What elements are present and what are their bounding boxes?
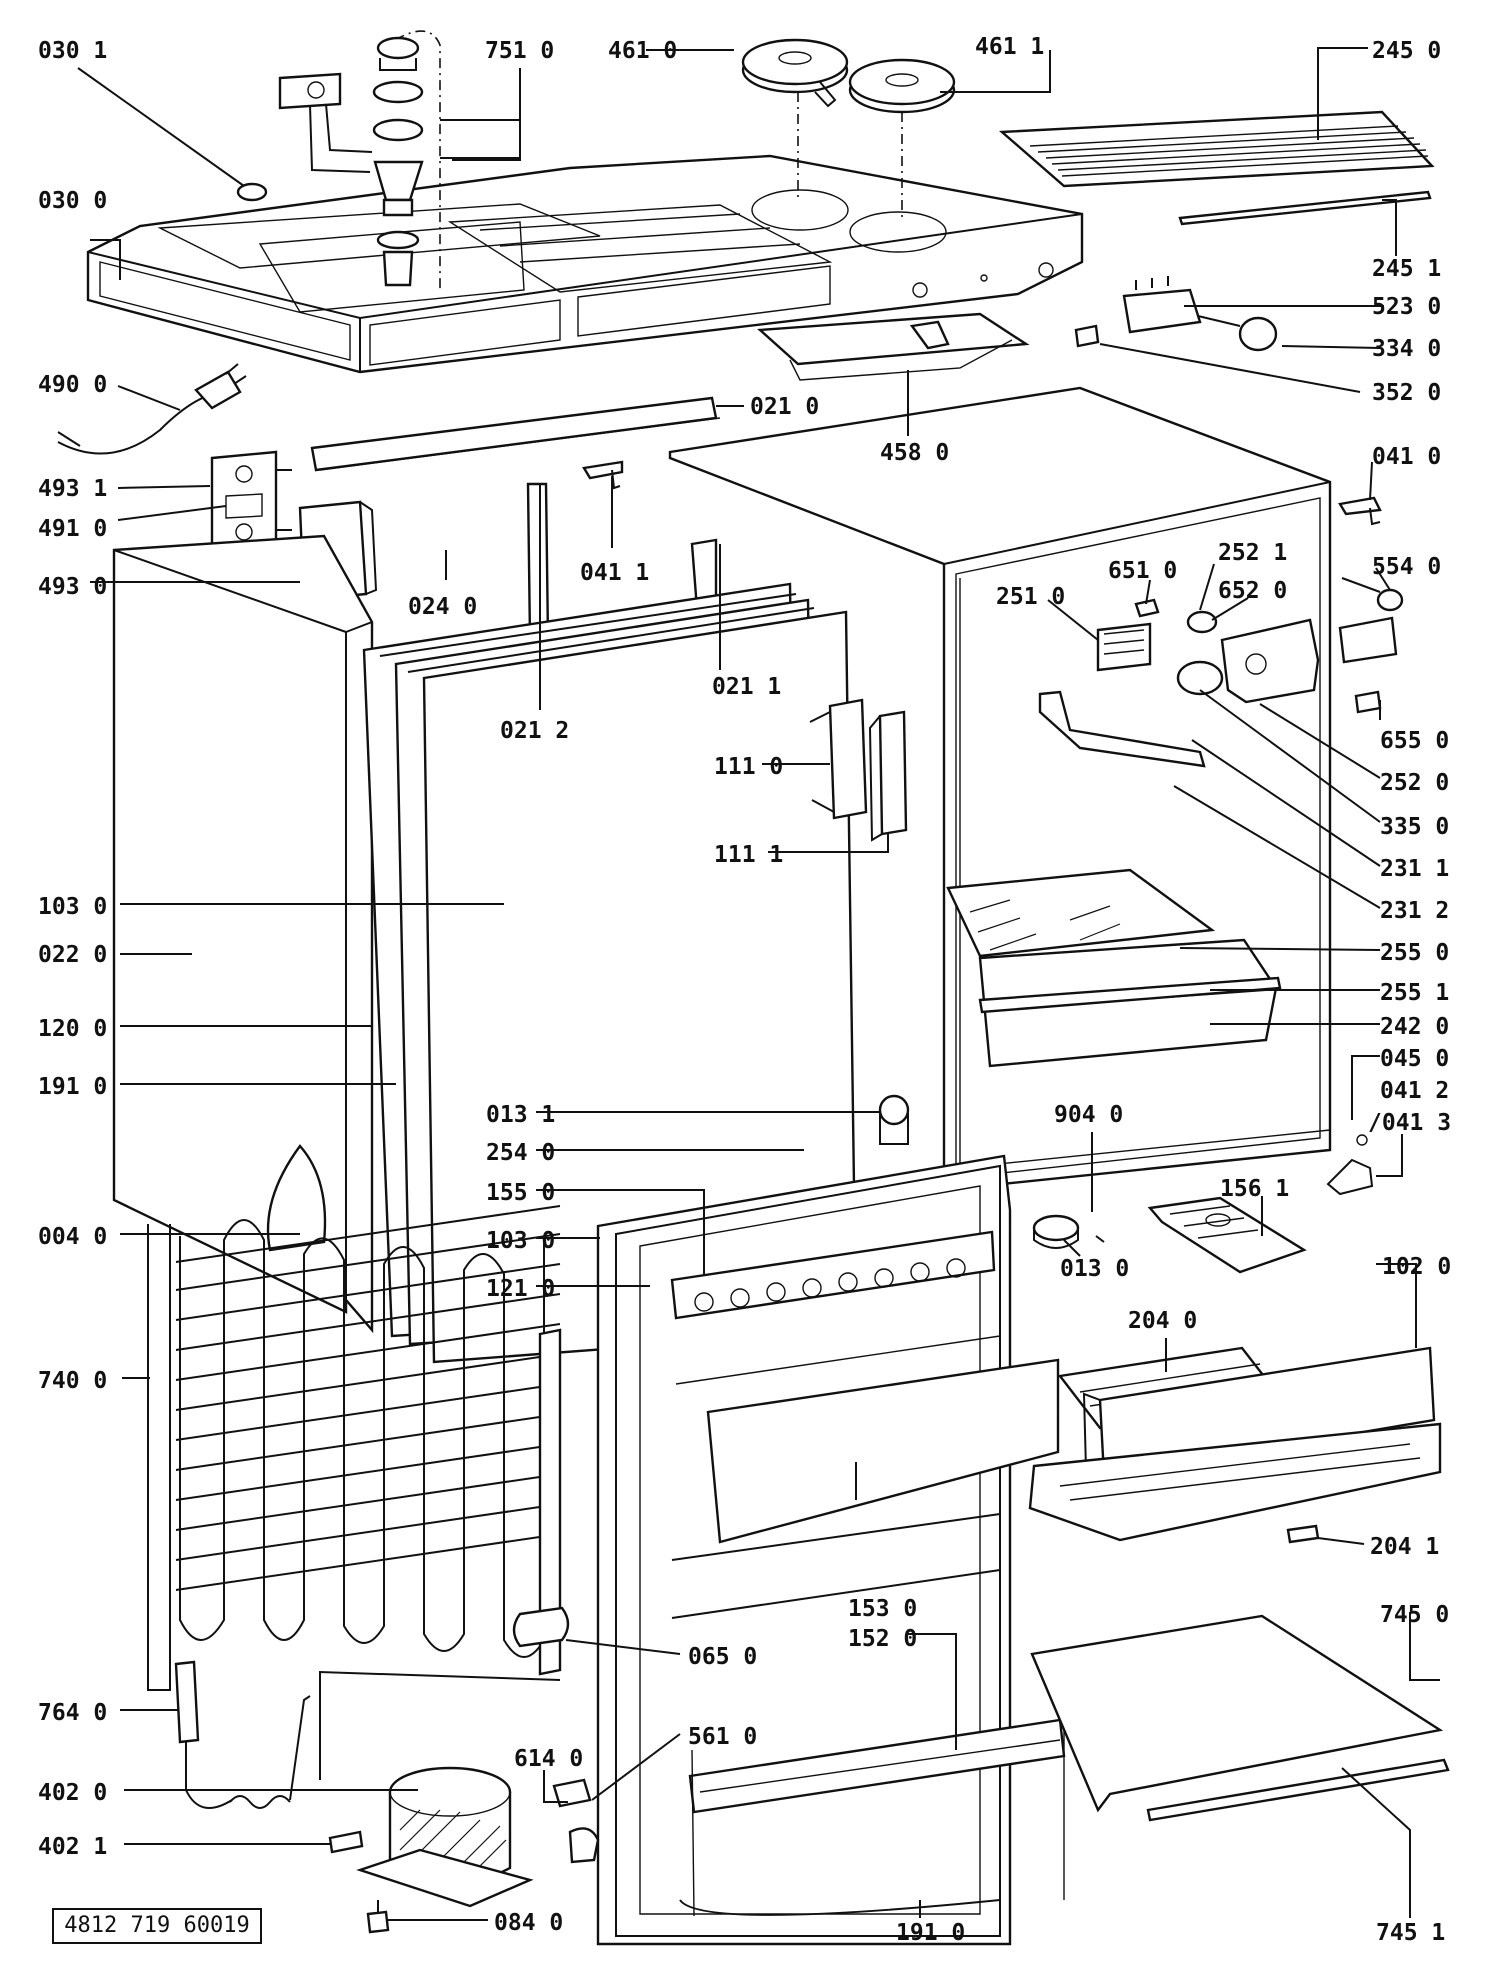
- part-label-103-0a: 103 0: [38, 894, 107, 920]
- glass-shelf-and-crisper: [946, 868, 1282, 1068]
- part-label-156-1: 156 1: [1220, 1176, 1289, 1202]
- interior-lamp-assembly: [1096, 598, 1320, 704]
- crisper-cover-glass: [1030, 1614, 1450, 1822]
- door-handle: [809, 698, 908, 842]
- part-label-352-0: 352 0: [1372, 380, 1441, 406]
- part-label-013-0: 013 0: [1060, 1256, 1129, 1282]
- part-label-021-1: 021 1: [712, 674, 781, 700]
- rear-duct: [310, 312, 1030, 472]
- worktop: [86, 154, 1084, 374]
- part-label-255-0: 255 0: [1380, 940, 1449, 966]
- part-label-252-1: 252 1: [1218, 540, 1287, 566]
- part-label-231-2: 231 2: [1380, 898, 1449, 924]
- part-label-740-0: 740 0: [38, 1368, 107, 1394]
- part-label-751-0: 751 0: [485, 38, 554, 64]
- thermostat-assembly: [1074, 276, 1278, 352]
- part-label-152-0: 152 0: [848, 1626, 917, 1652]
- part-label-251-0: 251 0: [996, 584, 1065, 610]
- condenser-coil: [147, 1205, 562, 1780]
- part-label-245-1: 245 1: [1372, 256, 1441, 282]
- part-label-155-0: 155 0: [486, 1180, 555, 1206]
- cabinet-side-panel: [112, 534, 374, 1334]
- document-number-box: 4812 719 60019: [52, 1908, 262, 1944]
- part-label-493-1: 493 1: [38, 476, 107, 502]
- part-label-204-0: 204 0: [1128, 1308, 1197, 1334]
- capillary-and-drier: [174, 1606, 570, 1809]
- freezer-door: [596, 1154, 1066, 1946]
- part-label-252-0: 252 0: [1380, 770, 1449, 796]
- part-label-041-1: 041 1: [580, 560, 649, 586]
- part-label-030-1: 030 1: [38, 38, 107, 64]
- light-switch: [1338, 577, 1404, 714]
- part-label-242-0: 242 0: [1380, 1014, 1449, 1040]
- part-label-024-0: 024 0: [408, 594, 477, 620]
- part-label-254-0: 254 0: [486, 1140, 555, 1166]
- part-labels: 030 1 751 0 461 0 461 1 245 0 030 0 245 …: [38, 34, 1451, 1946]
- part-label-021-0: 021 0: [750, 394, 819, 420]
- hob-burners: [741, 38, 956, 222]
- part-label-458-0: 458 0: [880, 440, 949, 466]
- document-number: 4812 719 60019: [64, 1913, 250, 1938]
- door-gaskets-and-liners: [362, 582, 858, 1364]
- part-label-102-0: 102 0: [1382, 1254, 1451, 1280]
- part-label-120-0: 120 0: [38, 1016, 107, 1042]
- compressor: [328, 1766, 600, 1934]
- part-label-402-1: 402 1: [38, 1834, 107, 1860]
- part-label-402-0: 402 0: [38, 1780, 107, 1806]
- part-label-153-0: 153 0: [848, 1596, 917, 1622]
- part-label-103-0b: 103 0: [486, 1228, 555, 1254]
- part-label-041-2: 041 2: [1380, 1078, 1449, 1104]
- ice-tray-and-cup: [1032, 1134, 1374, 1274]
- part-label-041-0: 041 0: [1372, 444, 1441, 470]
- part-label-121-0: 121 0: [486, 1276, 555, 1302]
- part-label-614-0: 614 0: [514, 1746, 583, 1772]
- part-label-561-0: 561 0: [688, 1724, 757, 1750]
- part-label-491-0: 491 0: [38, 516, 107, 542]
- part-label-231-1: 231 1: [1380, 856, 1449, 882]
- part-label-041-3: /041 3: [1368, 1110, 1451, 1136]
- part-label-655-0: 655 0: [1380, 728, 1449, 754]
- part-label-111-0: 111 0: [714, 754, 783, 780]
- leader-lines: [77, 47, 1440, 1921]
- part-label-490-0: 490 0: [38, 372, 107, 398]
- sink-fittings: [278, 30, 521, 290]
- part-label-764-0: 764 0: [38, 1700, 107, 1726]
- part-label-065-0: 065 0: [688, 1644, 757, 1670]
- part-label-461-1: 461 1: [975, 34, 1044, 60]
- part-label-461-0: 461 0: [608, 38, 677, 64]
- evaporator-bracket: [1038, 690, 1206, 768]
- part-label-045-0: 045 0: [1380, 1046, 1449, 1072]
- part-label-493-0: 493 0: [38, 574, 107, 600]
- part-label-652-0: 652 0: [1218, 578, 1287, 604]
- part-label-084-0: 084 0: [494, 1910, 563, 1936]
- part-label-013-1: 013 1: [486, 1102, 555, 1128]
- part-label-745-1: 745 1: [1376, 1920, 1445, 1946]
- power-cord: [57, 363, 247, 455]
- part-label-245-0: 245 0: [1372, 38, 1441, 64]
- part-label-204-1: 204 1: [1370, 1534, 1439, 1560]
- part-label-255-1: 255 1: [1380, 980, 1449, 1006]
- part-label-334-0: 334 0: [1372, 336, 1441, 362]
- shelf-grid: [998, 110, 1435, 226]
- freezer-drawer: [1028, 1346, 1442, 1544]
- part-label-335-0: 335 0: [1380, 814, 1449, 840]
- part-label-745-0: 745 0: [1380, 1602, 1449, 1628]
- part-label-191-0a: 191 0: [38, 1074, 107, 1100]
- part-label-111-1: 111 1: [714, 842, 783, 868]
- part-label-651-0: 651 0: [1108, 558, 1177, 584]
- part-label-021-2: 021 2: [500, 718, 569, 744]
- part-label-030-0: 030 0: [38, 188, 107, 214]
- part-label-523-0: 523 0: [1372, 294, 1441, 320]
- part-label-904-0: 904 0: [1054, 1102, 1123, 1128]
- terminal-block: [210, 450, 292, 554]
- part-label-022-0: 022 0: [38, 942, 107, 968]
- part-label-191-0b: 191 0: [896, 1920, 965, 1946]
- part-label-004-0: 004 0: [38, 1224, 107, 1250]
- part-label-554-0: 554 0: [1372, 554, 1441, 580]
